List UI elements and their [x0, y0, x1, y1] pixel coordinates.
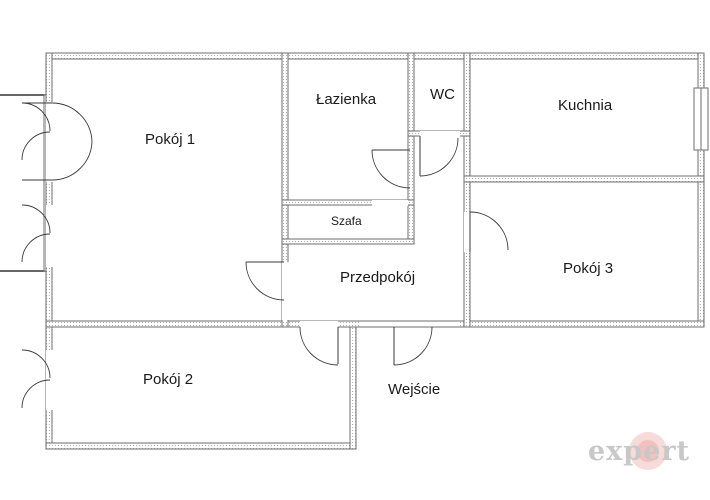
room-przedpokoj-label: Przedpokój [340, 269, 415, 286]
room-wc-label: WC [430, 86, 455, 103]
door-wc [419, 131, 460, 177]
door-entrance [393, 326, 433, 366]
room-szafa-label: Szafa [331, 214, 362, 228]
expert-logo: expert [588, 432, 690, 470]
room-kuchnia-label: Kuchnia [558, 97, 613, 114]
door-balcony-top [21, 102, 93, 182]
room-lazienka-label: Łazienka [316, 91, 377, 108]
door-pokoj3 [464, 211, 509, 252]
logo-text: expert [588, 436, 690, 467]
interior-walls [281, 52, 705, 328]
door-lazienka [371, 149, 411, 206]
door-balcony-bottom [21, 204, 53, 267]
balcony [0, 94, 53, 272]
room-pokoj1-label: Pokój 1 [145, 131, 195, 148]
entrance-label: Wejście [388, 381, 440, 398]
room-pokoj2-label: Pokój 2 [143, 371, 193, 388]
kitchen-window [693, 87, 709, 151]
door-pokoj1 [245, 261, 289, 320]
door-pokoj2 [299, 321, 339, 366]
door-pokoj2-left [21, 349, 53, 410]
room-pokoj3-label: Pokój 3 [563, 260, 613, 277]
